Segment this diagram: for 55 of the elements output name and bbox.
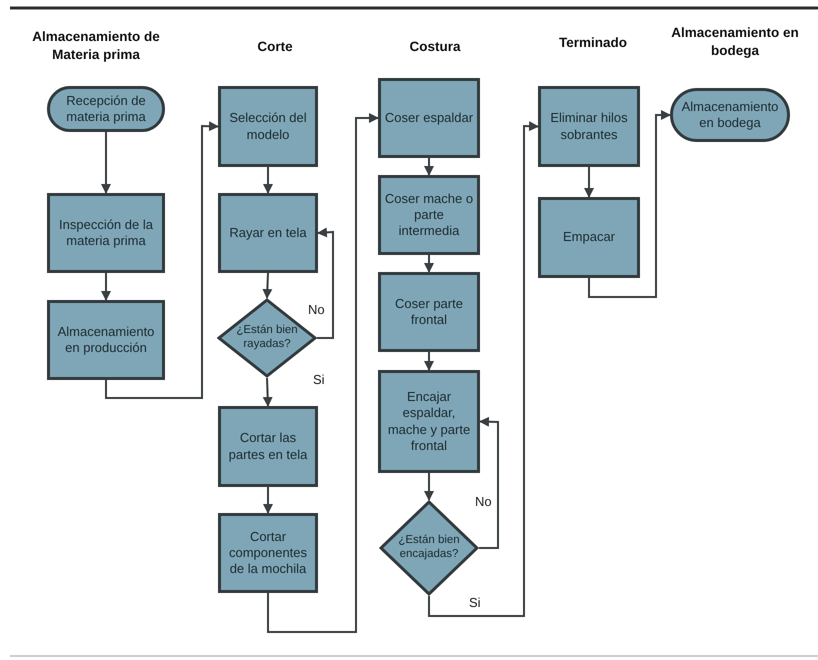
- process-box: [218, 513, 318, 593]
- arrow: [424, 473, 434, 501]
- arrow: [263, 487, 273, 514]
- node-label: Inspección de la materia prima: [58, 216, 154, 250]
- node-label: Encajar espaldar, mache y parte frontal: [386, 389, 472, 454]
- process-box: [378, 78, 480, 158]
- arrow: [105, 121, 219, 399]
- column-heading: Almacenamiento en bodega: [670, 24, 800, 60]
- column-heading: Corte: [256, 38, 294, 56]
- node-label: Almacenamiento en producción: [56, 324, 156, 356]
- process-box: [218, 193, 318, 273]
- arrow: [428, 121, 539, 617]
- arrow: [262, 272, 272, 299]
- arrow: [588, 110, 671, 298]
- node-label: Coser parte frontal: [394, 296, 464, 328]
- arrow: [263, 167, 273, 194]
- process-box: [218, 86, 318, 167]
- node-label: Cortar componentes de la mochila: [228, 528, 308, 578]
- column-heading: Costura: [408, 38, 462, 56]
- column-heading: Almacenamiento de Materia prima: [31, 28, 161, 64]
- arrow: [424, 352, 434, 371]
- node-label: Selección del modelo: [228, 110, 308, 143]
- arrow: [317, 227, 334, 339]
- process-box: [378, 272, 480, 352]
- node-label: ¿Están bien rayadas?: [235, 324, 299, 352]
- node-label: ¿Están bien encajadas?: [397, 534, 461, 562]
- terminator-shape: [670, 88, 790, 142]
- edge-label: Si: [468, 595, 482, 610]
- process-box: [218, 406, 318, 487]
- process-box: [378, 175, 480, 255]
- process-box: [47, 193, 165, 273]
- process-box: [538, 86, 640, 167]
- node-label: Cortar las partes en tela: [228, 430, 308, 463]
- process-box: [378, 370, 480, 473]
- process-box: [538, 197, 640, 278]
- node-label: Empacar: [562, 229, 616, 246]
- column-heading: Terminado: [558, 34, 628, 52]
- arrow: [262, 378, 273, 407]
- edge-label: Si: [312, 372, 326, 387]
- node-label: Coser espaldar: [384, 110, 474, 126]
- node-label: Eliminar hilos sobrantes: [549, 110, 629, 143]
- arrow: [584, 167, 594, 198]
- arrow: [424, 158, 434, 176]
- arrow: [479, 416, 499, 549]
- arrow: [101, 132, 111, 194]
- edge-label: No: [307, 302, 326, 317]
- arrow: [424, 255, 434, 273]
- process-box: [47, 300, 165, 380]
- node-label: Rayar en tela: [228, 224, 308, 242]
- node-label: Almacenamiento en bodega: [680, 98, 780, 132]
- node-label: Coser mache o parte intermedia: [384, 190, 474, 240]
- arrow: [267, 113, 379, 633]
- arrow: [101, 273, 111, 301]
- node-label: Recepción de materia prima: [65, 92, 147, 126]
- terminator-shape: [47, 86, 165, 132]
